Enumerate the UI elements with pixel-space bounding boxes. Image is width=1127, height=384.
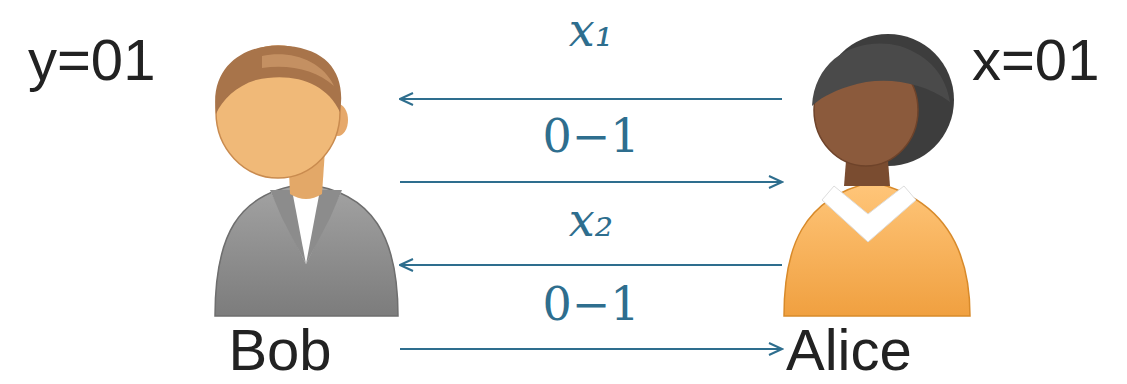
message-label: x₂ bbox=[565, 196, 617, 244]
alice-body bbox=[784, 182, 970, 316]
alice-collar bbox=[822, 186, 916, 242]
alice-figure bbox=[784, 34, 970, 316]
person-name: Bob bbox=[228, 318, 331, 382]
party-input-label: y=01 bbox=[28, 28, 155, 92]
person-node: Alice bbox=[782, 40, 982, 382]
party-input-label: x=01 bbox=[972, 28, 1099, 92]
message-arrow bbox=[400, 348, 782, 350]
message-label: 0−1 bbox=[538, 280, 643, 328]
message-label: 0−1 bbox=[538, 112, 643, 160]
person-node: Bob bbox=[160, 40, 400, 382]
bob-shirt bbox=[270, 190, 342, 264]
alice-bangs bbox=[812, 44, 950, 107]
message-arrow bbox=[400, 181, 782, 183]
bob-hair-highlight bbox=[262, 54, 334, 86]
bob-body bbox=[215, 184, 398, 316]
bob-figure bbox=[215, 45, 398, 316]
bob-lapel bbox=[306, 190, 342, 264]
message-label: x₁ bbox=[565, 6, 617, 54]
message-arrow bbox=[400, 264, 782, 266]
bob-lapel bbox=[270, 190, 306, 264]
person-name: Alice bbox=[786, 318, 912, 382]
message-arrow bbox=[400, 98, 782, 100]
bob-hair bbox=[215, 45, 341, 114]
